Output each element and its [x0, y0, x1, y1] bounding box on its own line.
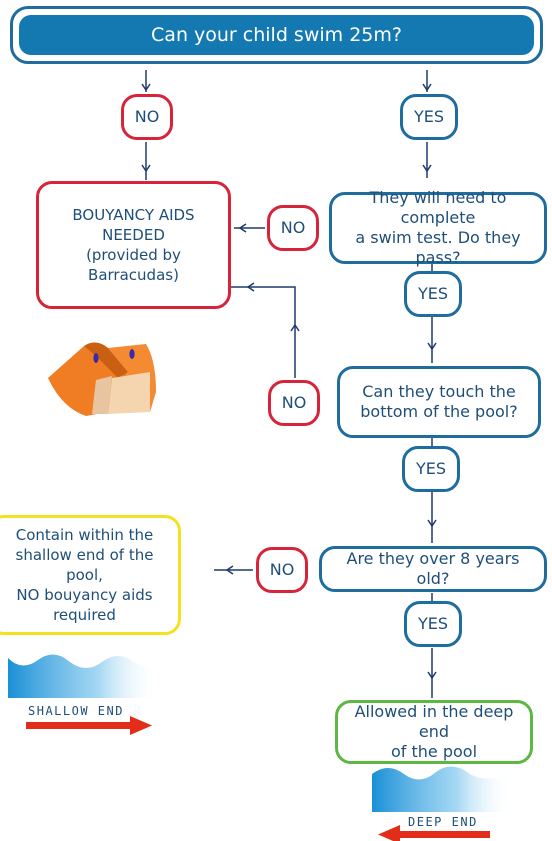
- shallow-contain-node: Contain within the shallow end of the po…: [0, 515, 181, 635]
- deep-end-allowed-node: Allowed in the deep end of the pool: [335, 700, 533, 764]
- swim-test-line-1: They will need to complete: [369, 188, 507, 227]
- shallow-line-2: shallow end of the pool,: [15, 546, 154, 584]
- swim-test-node: They will need to complete a swim test. …: [329, 188, 547, 267]
- title-text: Can your child swim 25m?: [19, 15, 534, 55]
- yes-swimtest-label: YES: [417, 284, 449, 303]
- title-box: Can your child swim 25m?: [10, 6, 543, 64]
- bouyancy-node: BOUYANCY AIDS NEEDED (provided by Barrac…: [36, 181, 231, 309]
- deep-line-1: Allowed in the deep end: [354, 702, 514, 741]
- touch-bottom-line-1: Can they touch the: [362, 382, 516, 401]
- no-swimtest-node: NO: [267, 205, 319, 251]
- connector-lines: [145, 70, 433, 698]
- bouyancy-line-1: BOUYANCY AIDS: [72, 206, 195, 224]
- deep-water-icon: [372, 766, 512, 812]
- no-age-node: NO: [256, 547, 308, 593]
- no-touch-label: NO: [281, 393, 307, 412]
- yes-top-label: YES: [413, 107, 445, 126]
- no-touch-node: NO: [268, 380, 320, 426]
- yes-touch-label: YES: [415, 459, 447, 478]
- deep-end-label: DEEP END: [408, 815, 478, 829]
- shallow-water-icon: [8, 654, 158, 698]
- yes-top-node: YES: [400, 94, 458, 140]
- over-8-label: Are they over 8 years old?: [346, 549, 520, 588]
- no-top-node: NO: [121, 94, 173, 140]
- arrow-heads: [141, 83, 437, 680]
- shallow-end-arrow: [26, 716, 152, 735]
- armbands-icon: [48, 342, 156, 416]
- shallow-line-1: Contain within the: [15, 526, 154, 544]
- no-swimtest-label: NO: [280, 218, 306, 237]
- shallow-line-4: required: [53, 606, 116, 624]
- no-age-label: NO: [269, 560, 295, 579]
- swim-test-line-2: a swim test. Do they pass?: [355, 228, 521, 267]
- yes-touch-node: YES: [402, 446, 460, 492]
- yes-swimtest-node: YES: [404, 271, 462, 317]
- shallow-line-3: NO bouyancy aids: [16, 586, 153, 604]
- bouyancy-line-2: NEEDED: [102, 226, 165, 244]
- deep-end-arrow: [378, 825, 490, 841]
- yes-age-label: YES: [417, 614, 449, 633]
- over-8-node: Are they over 8 years old?: [319, 546, 547, 592]
- yes-age-node: YES: [404, 601, 462, 647]
- deep-line-2: of the pool: [390, 742, 478, 761]
- no-top-label: NO: [134, 107, 160, 126]
- touch-bottom-node: Can they touch the bottom of the pool?: [337, 366, 541, 438]
- touch-bottom-line-2: bottom of the pool?: [360, 402, 518, 421]
- bouyancy-line-4: Barracudas): [88, 266, 179, 284]
- bouyancy-line-3: (provided by: [86, 246, 181, 264]
- shallow-end-label: SHALLOW END: [28, 704, 124, 718]
